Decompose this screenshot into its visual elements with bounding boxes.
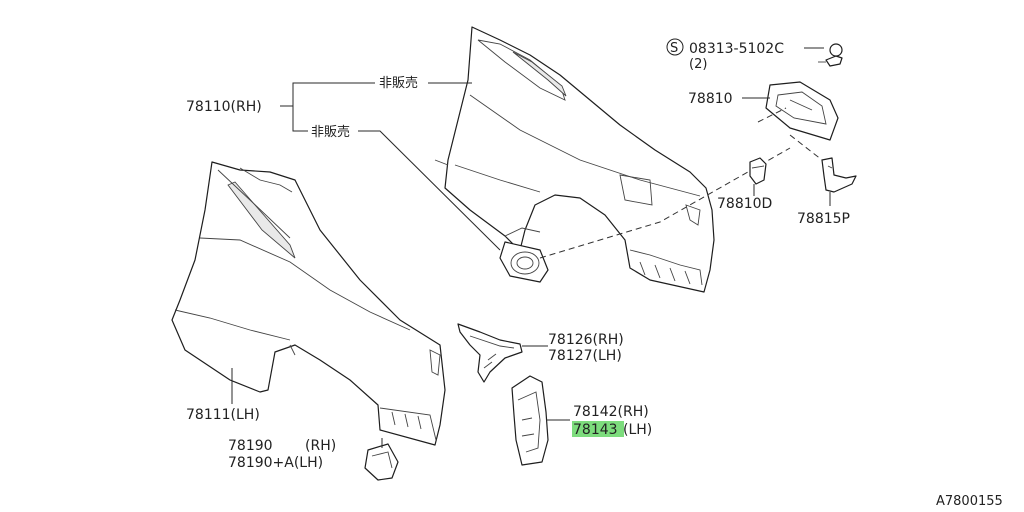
label-extension-lh: 78127(LH) <box>548 348 622 364</box>
label-reinforcement-rh: 78142(RH) <box>573 404 649 420</box>
label-clip: 78810D <box>717 196 772 212</box>
label-patch-rh-side: (RH) <box>305 438 336 454</box>
rh-fender-part[interactable] <box>434 26 715 293</box>
label-bolt-code: 08313-5102C <box>689 41 784 57</box>
extension-part[interactable] <box>457 323 523 383</box>
label-patch-lh: 78190+A(LH) <box>228 455 323 471</box>
leader-rh-fender <box>280 82 375 132</box>
clip-part[interactable] <box>749 157 767 185</box>
label-extension-rh: 78126(RH) <box>548 332 624 348</box>
assembly-line <box>539 147 791 259</box>
fuel-lid-housing[interactable] <box>499 241 549 283</box>
label-bracket: 78815P <box>797 211 850 227</box>
patch-part[interactable] <box>364 443 399 481</box>
label-patch-number: 78190 <box>228 438 273 454</box>
label-lh-fender: 78111(LH) <box>186 407 260 423</box>
bolt-symbol-badge: S <box>666 38 684 56</box>
leader-not-sold-2 <box>358 130 501 251</box>
label-reinforcement-lh-side: (LH) <box>623 422 652 438</box>
label-bolt-symbol: S <box>670 41 678 56</box>
label-not-sold-2: 非販売 <box>311 124 350 140</box>
assembly-line-2 <box>757 107 787 123</box>
label-rh-fender: 78110(RH) <box>186 99 262 115</box>
reinforcement-part[interactable] <box>511 375 549 466</box>
label-bolt-qty: (2) <box>689 57 707 72</box>
lid-base-part[interactable] <box>765 81 839 141</box>
highlight-marker <box>572 421 624 437</box>
label-lid-base: 78810 <box>688 91 733 107</box>
bolt-part[interactable] <box>818 43 843 67</box>
lh-fender-part[interactable] <box>171 161 446 446</box>
label-not-sold-1: 非販売 <box>379 75 418 91</box>
label-reinforcement-lh-number[interactable]: 78143 <box>573 422 618 438</box>
diagram-id: A7800155 <box>936 494 1003 509</box>
assembly-line-3 <box>789 134 823 161</box>
bracket-part[interactable] <box>821 157 857 193</box>
